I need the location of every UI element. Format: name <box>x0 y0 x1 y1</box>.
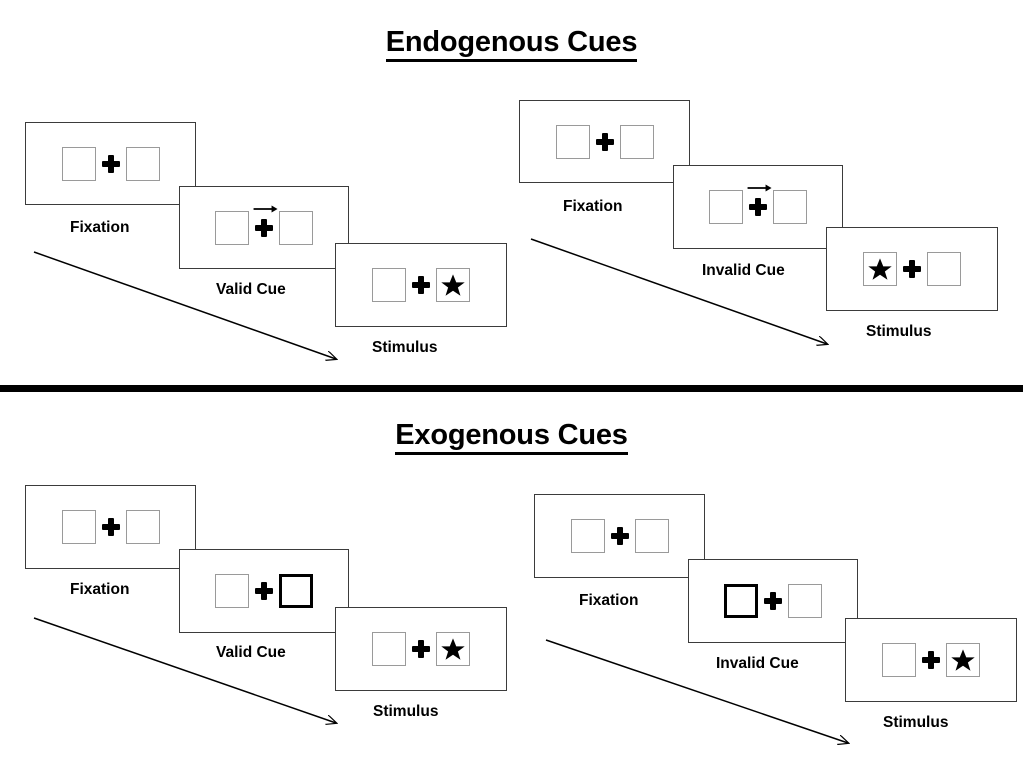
stimulus-box-right-star <box>946 643 980 677</box>
stimulus-box-left <box>372 632 406 666</box>
card-inner <box>215 205 313 245</box>
stimulus-box-right-star <box>436 268 470 302</box>
fixation-cross <box>406 276 436 294</box>
section-title-endogenous-text: Endogenous Cues <box>385 26 637 62</box>
stimulus-box-right <box>279 210 313 245</box>
label-exogenous-invalid-cue: Invalid Cue <box>716 655 799 672</box>
stimulus-box-right-star <box>436 632 470 666</box>
section-title-exogenous: Exogenous Cues <box>0 419 1023 455</box>
fixation-cross <box>916 651 946 669</box>
plus-icon <box>749 198 767 216</box>
card-endogenous-invalid-cue[interactable] <box>673 165 843 249</box>
card-exogenous-valid-stimulus[interactable] <box>335 607 507 691</box>
flow-arrow-endogenous-invalid <box>530 238 827 344</box>
label-endogenous-invalid-stimulus: Stimulus <box>866 323 932 340</box>
stimulus-box-left <box>882 643 916 677</box>
plus-icon <box>101 154 120 173</box>
stimulus-box-left <box>215 574 249 608</box>
plus-icon <box>610 527 629 545</box>
plus-icon <box>922 651 940 669</box>
star-icon <box>441 637 465 660</box>
card-inner <box>709 184 807 224</box>
label-exogenous-valid-fixation: Fixation <box>70 581 130 598</box>
stimulus-box-right <box>927 252 961 286</box>
card-endogenous-valid-stimulus[interactable] <box>335 243 507 327</box>
card-endogenous-invalid-stimulus[interactable] <box>826 227 998 311</box>
stimulus-box-right <box>773 190 807 224</box>
stimulus-box-left <box>372 268 406 302</box>
stimulus-box-right <box>788 584 822 618</box>
label-exogenous-invalid-fixation: Fixation <box>579 592 639 609</box>
stimulus-box-right <box>125 510 160 544</box>
stimulus-box-left-star <box>863 252 897 286</box>
fixation-cross <box>605 527 635 545</box>
card-endogenous-invalid-fixation[interactable] <box>519 100 690 183</box>
star-icon <box>951 648 975 671</box>
stimulus-box-left <box>61 510 96 544</box>
card-exogenous-valid-fixation[interactable] <box>25 485 196 569</box>
stimulus-box-right <box>619 124 654 159</box>
card-inner <box>570 519 669 553</box>
card-exogenous-valid-cue[interactable] <box>179 549 349 633</box>
label-exogenous-valid-cue: Valid Cue <box>216 644 286 661</box>
label-exogenous-valid-stimulus: Stimulus <box>373 703 439 720</box>
arrow-cue-right-icon <box>747 184 772 192</box>
fixation-cross <box>758 592 788 610</box>
card-inner <box>61 146 160 181</box>
card-inner <box>372 632 470 666</box>
plus-icon <box>255 218 273 237</box>
stimulus-box-right <box>634 519 669 553</box>
card-inner <box>61 510 160 544</box>
card-endogenous-valid-cue[interactable] <box>179 186 349 269</box>
plus-icon <box>412 640 430 658</box>
section-divider <box>0 385 1023 392</box>
label-endogenous-valid-fixation: Fixation <box>70 219 130 236</box>
card-inner <box>215 574 313 608</box>
section-title-endogenous: Endogenous Cues <box>0 26 1023 62</box>
fixation-cross <box>96 154 126 173</box>
stimulus-box-right-cued <box>279 574 313 608</box>
star-icon <box>441 273 465 296</box>
plus-icon <box>255 582 273 600</box>
fixation-cross <box>590 132 620 151</box>
label-endogenous-invalid-fixation: Fixation <box>563 198 623 215</box>
fixation-cross <box>249 205 279 237</box>
plus-icon <box>101 518 120 536</box>
stimulus-box-right <box>125 146 160 181</box>
label-endogenous-valid-cue: Valid Cue <box>216 281 286 298</box>
fixation-cross <box>249 582 279 600</box>
stimulus-box-left <box>215 210 249 245</box>
card-inner <box>372 268 470 302</box>
fixation-cross <box>897 260 927 278</box>
card-inner <box>724 584 822 618</box>
fixation-cross <box>96 518 126 536</box>
fixation-cross <box>743 184 773 216</box>
card-exogenous-invalid-stimulus[interactable] <box>845 618 1017 702</box>
section-title-exogenous-text: Exogenous Cues <box>395 419 628 455</box>
plus-icon <box>903 260 921 278</box>
stimulus-box-left <box>570 519 605 553</box>
arrow-cue-right-icon <box>253 205 278 212</box>
card-inner <box>882 643 980 677</box>
stimulus-box-left <box>709 190 743 224</box>
card-exogenous-invalid-cue[interactable] <box>688 559 858 643</box>
card-inner <box>863 252 961 286</box>
fixation-cross <box>406 640 436 658</box>
label-endogenous-invalid-cue: Invalid Cue <box>702 262 785 279</box>
flow-arrow-exogenous-invalid <box>545 639 848 743</box>
plus-icon <box>412 276 430 294</box>
stimulus-box-left <box>61 146 96 181</box>
plus-icon <box>764 592 782 610</box>
flow-arrow-exogenous-valid <box>33 617 336 723</box>
label-endogenous-valid-stimulus: Stimulus <box>372 339 438 356</box>
star-icon <box>868 257 892 280</box>
label-exogenous-invalid-stimulus: Stimulus <box>883 714 949 731</box>
card-inner <box>555 124 654 159</box>
stimulus-box-left-cued <box>724 584 758 618</box>
card-exogenous-invalid-fixation[interactable] <box>534 494 705 578</box>
card-endogenous-valid-fixation[interactable] <box>25 122 196 205</box>
stimulus-box-left <box>555 124 590 159</box>
plus-icon <box>595 132 614 151</box>
